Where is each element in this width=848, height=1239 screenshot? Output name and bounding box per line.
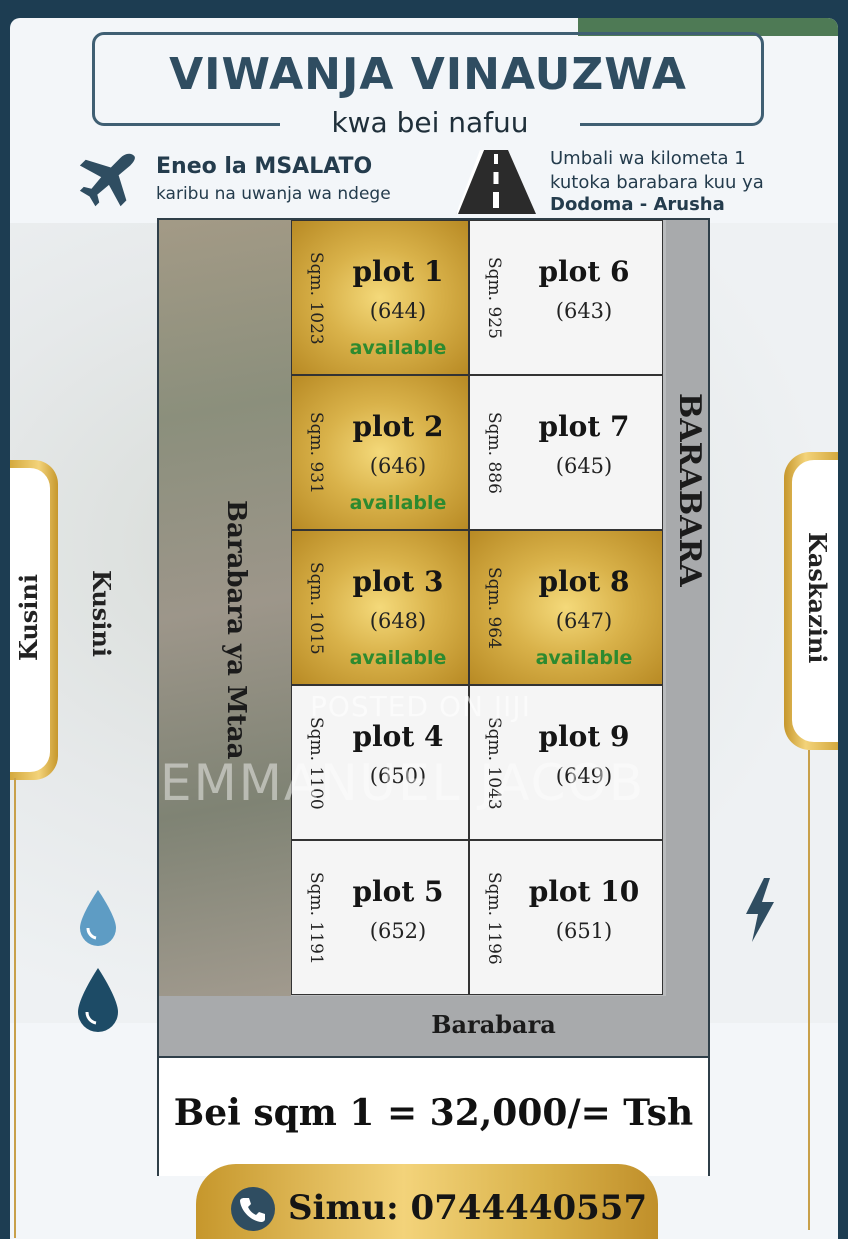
satellite-image xyxy=(159,220,291,996)
plot-status: available xyxy=(349,647,447,669)
plot-name: plot 9 xyxy=(538,720,630,753)
plot-area: Sqm. 1191 xyxy=(306,871,326,965)
plot-number: (646) xyxy=(369,454,427,478)
plot-area: Sqm. 1100 xyxy=(306,716,326,810)
plot-area: Sqm. 1043 xyxy=(484,716,504,810)
phone-icon[interactable] xyxy=(230,1186,276,1232)
plot-name: plot 8 xyxy=(538,565,630,598)
frame-line-left xyxy=(14,778,16,1238)
distance-line-2: kutoka barabara kuu ya xyxy=(550,172,764,193)
direction-south-label: Kusini xyxy=(87,569,116,657)
plot-area: Sqm. 925 xyxy=(484,257,504,339)
water-drop-icon xyxy=(80,890,116,946)
location-note: karibu na uwanja wa ndege xyxy=(156,184,391,204)
plot-area: Sqm. 1023 xyxy=(306,251,326,345)
plot-number: (650) xyxy=(369,764,427,788)
plot-name: plot 5 xyxy=(352,875,444,908)
plot-name: plot 7 xyxy=(538,410,630,443)
direction-south-tab: Kusini xyxy=(14,574,43,662)
plot-name: plot 3 xyxy=(352,565,444,598)
plot-area: Sqm. 1196 xyxy=(484,871,504,965)
location-name: Eneo la MSALATO xyxy=(156,154,373,179)
plot-cell[interactable]: Sqm. 931 plot 2 (646) available xyxy=(291,375,469,530)
distance-line-1: Umbali wa kilometa 1 xyxy=(550,148,746,169)
bottom-road xyxy=(159,996,708,1056)
plot-cell[interactable]: Sqm. 925 plot 6 (643) xyxy=(469,220,663,375)
left-tab-inner xyxy=(10,468,50,772)
plot-cell[interactable]: Sqm. 1100 plot 4 (650) xyxy=(291,685,469,840)
road-icon xyxy=(456,150,536,214)
price-panel: Bei sqm 1 = 32,000/= Tsh xyxy=(159,1056,708,1176)
plot-status: available xyxy=(349,492,447,514)
plot-area: Sqm. 1015 xyxy=(306,561,326,655)
distance-line-3: Dodoma - Arusha xyxy=(550,194,725,215)
airplane-icon xyxy=(79,153,135,207)
plot-map: Barabara ya Mtaa Sqm. 1023 plot 1 (644) … xyxy=(157,218,710,1176)
plot-status: available xyxy=(535,647,633,669)
plot-name: plot 6 xyxy=(538,255,630,288)
plot-number: (648) xyxy=(369,609,427,633)
plot-cell[interactable]: Sqm. 886 plot 7 (645) xyxy=(469,375,663,530)
plot-area: Sqm. 964 xyxy=(484,567,504,649)
plot-number: (647) xyxy=(555,609,613,633)
plot-number: (651) xyxy=(555,919,613,943)
plot-number: (652) xyxy=(369,919,427,943)
plot-name: plot 1 xyxy=(352,255,444,288)
plot-grid: Sqm. 1023 plot 1 (644) available Sqm. 92… xyxy=(291,220,663,996)
listing-flyer: VIWANJA VINAUZWA kwa bei nafuu Eneo la M… xyxy=(10,18,838,1239)
plot-name: plot 2 xyxy=(352,410,444,443)
page-subtitle: kwa bei nafuu xyxy=(280,106,580,139)
top-accent-bar xyxy=(578,18,838,36)
page-title: VIWANJA VINAUZWA xyxy=(169,49,687,100)
plot-cell[interactable]: Sqm. 1191 plot 5 (652) xyxy=(291,840,469,995)
main-road xyxy=(666,220,708,996)
main-road-label: BARABARA xyxy=(672,393,707,587)
plot-name: plot 10 xyxy=(528,875,640,908)
plot-cell[interactable]: Sqm. 1015 plot 3 (648) available xyxy=(291,530,469,685)
local-road-label: Barabara ya Mtaa xyxy=(221,500,251,760)
right-tab-inner xyxy=(792,460,838,742)
contact-phone[interactable]: Simu: 0744440557 xyxy=(288,1188,648,1228)
plot-name: plot 4 xyxy=(352,720,444,753)
frame-line-right xyxy=(808,750,810,1230)
plot-area: Sqm. 886 xyxy=(484,412,504,494)
plot-cell[interactable]: Sqm. 1023 plot 1 (644) available xyxy=(291,220,469,375)
plot-status: available xyxy=(349,337,447,359)
plot-cell[interactable]: Sqm. 1196 plot 10 (651) xyxy=(469,840,663,995)
price-text: Bei sqm 1 = 32,000/= Tsh xyxy=(173,1092,694,1134)
plot-cell[interactable]: Sqm. 1043 plot 9 (649) xyxy=(469,685,663,840)
watermark-line-2: EMMANUEL JACOB xyxy=(160,754,646,812)
lightning-bolt-icon xyxy=(746,878,774,942)
direction-north-tab: Kaskazini xyxy=(803,532,832,664)
water-drop-icon xyxy=(78,968,118,1032)
plot-area: Sqm. 931 xyxy=(306,412,326,494)
plot-number: (644) xyxy=(369,299,427,323)
plot-number: (643) xyxy=(555,299,613,323)
plot-number: (649) xyxy=(555,764,613,788)
bottom-road-label: Barabara xyxy=(431,1010,556,1039)
watermark-line-1: POSTED ON JIJI xyxy=(310,690,531,723)
plot-number: (645) xyxy=(555,454,613,478)
plot-cell[interactable]: Sqm. 964 plot 8 (647) available xyxy=(469,530,663,685)
